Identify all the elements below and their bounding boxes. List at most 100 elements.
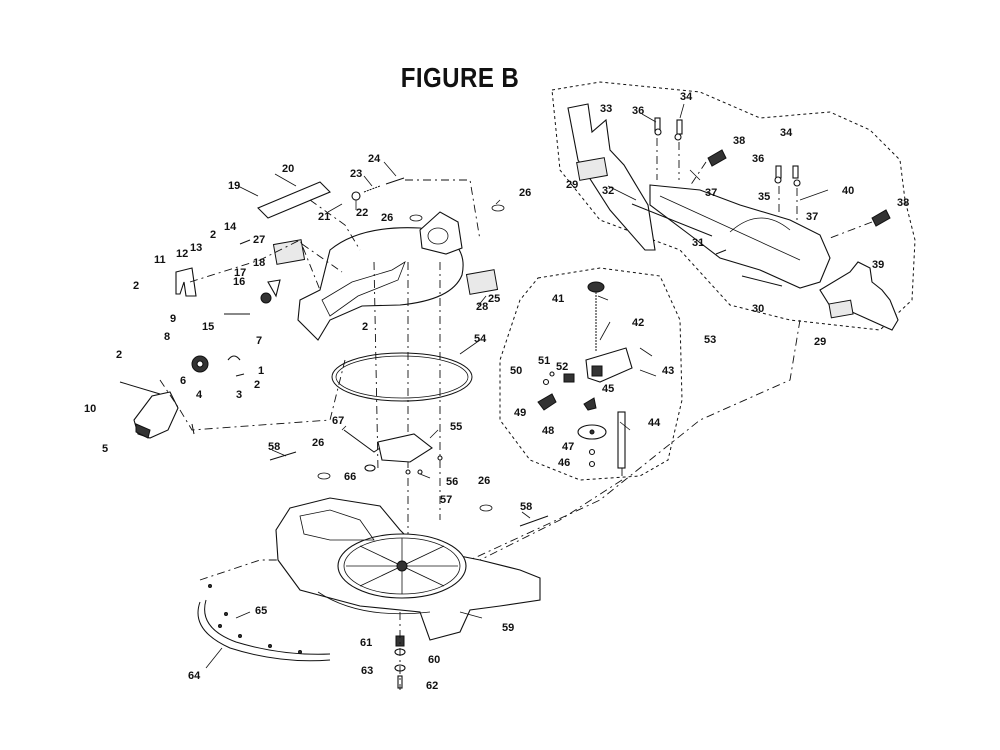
callout: 25 (488, 293, 500, 305)
callout: 8 (164, 331, 170, 343)
spring-23 (363, 185, 381, 193)
pad-26-c (409, 214, 423, 222)
callout: 26 (312, 437, 324, 449)
part-47 (588, 448, 596, 456)
callout-leaders (205, 103, 829, 669)
callout: 19 (228, 180, 240, 192)
callout: 13 (190, 242, 202, 254)
leader (689, 161, 707, 187)
plate-edge (659, 195, 801, 261)
callout: 26 (478, 475, 490, 487)
callout: 6 (180, 375, 186, 387)
part-50 (542, 378, 550, 386)
washer-22 (351, 191, 361, 201)
callout: 3 (236, 389, 242, 401)
scale-rivets-65 (208, 584, 302, 654)
callout: 46 (558, 457, 570, 469)
callout: 48 (542, 425, 554, 437)
callout: 11 (154, 254, 166, 266)
lock-block-insert (591, 365, 603, 377)
figure-title: FIGURE B (400, 62, 520, 93)
callout: 2 (133, 280, 139, 292)
callout: 38 (897, 197, 909, 209)
callout: 21 (318, 211, 330, 223)
upper-arm-slot (321, 261, 406, 317)
callout: 37 (705, 187, 717, 199)
callout: 9 (170, 313, 176, 325)
callout: 65 (255, 605, 267, 617)
callout: 59 (502, 622, 514, 634)
callout: 34 (680, 91, 693, 103)
fence-bolts-left (654, 117, 683, 180)
callout: 15 (202, 321, 214, 333)
callout-numbers: 1 2 2 2 2 2 3 4 5 6 7 8 9 10 11 12 13 14… (84, 91, 909, 692)
callout: 58 (520, 501, 532, 513)
rod-44 (617, 411, 626, 469)
callout: 38 (733, 135, 745, 147)
callout: 33 (600, 103, 612, 115)
fence-left (567, 103, 656, 251)
pad-26-d (491, 204, 505, 212)
callout: 44 (648, 417, 661, 429)
callout: 35 (758, 191, 770, 203)
callout: 17 (234, 267, 246, 279)
bottom-fasteners (394, 612, 406, 690)
cover-plate (257, 181, 331, 219)
callout: 66 (344, 471, 356, 483)
callout: 22 (356, 207, 368, 219)
washer-48-hole (589, 429, 595, 435)
part-51 (549, 371, 555, 377)
label-27 (272, 239, 306, 265)
fence-plate-arc (729, 217, 791, 233)
pin-58-right (519, 515, 549, 527)
callout: 2 (362, 321, 368, 333)
upper-arm-housing (297, 227, 464, 341)
allen-key-67 (343, 429, 381, 453)
leader-lines-upper (159, 179, 481, 560)
screw-56 (405, 469, 411, 475)
upper-arm-guard (419, 211, 463, 255)
callout: 56 (446, 476, 458, 488)
pad-26-b (479, 504, 493, 512)
part-17 (260, 292, 272, 304)
lever-49 (537, 393, 557, 411)
callout: 4 (196, 389, 203, 401)
label-25 (465, 269, 499, 295)
part-46 (588, 460, 596, 468)
fence-bolts-right (774, 165, 801, 222)
callout: 39 (872, 259, 884, 271)
callout: 29 (566, 179, 578, 191)
callout: 50 (510, 365, 522, 377)
fence-label-29-left (576, 157, 608, 181)
callout: 60 (428, 654, 440, 666)
callout: 61 (360, 637, 372, 649)
callout: 58 (268, 441, 280, 453)
miter-scale-64 (197, 601, 331, 662)
callout: 63 (361, 665, 373, 677)
turntable-hub (396, 560, 408, 572)
callout: 57 (440, 494, 452, 506)
callout: 49 (514, 407, 526, 419)
miter-scale-arc (317, 591, 431, 615)
washer-66 (364, 464, 376, 472)
callout: 40 (842, 185, 854, 197)
callout: 1 (258, 365, 264, 377)
knob-8-hub (196, 360, 204, 368)
rod-24 (385, 177, 405, 185)
callout: 7 (256, 335, 262, 347)
part-4 (191, 423, 195, 435)
callout: 47 (562, 441, 574, 453)
knob-41 (587, 281, 605, 293)
miter-scale-inner (204, 599, 331, 655)
callout: 37 (806, 211, 818, 223)
upper-arm-pivot (427, 227, 449, 245)
clip-45 (583, 397, 597, 411)
callout: 5 (102, 443, 108, 455)
callout: 16 (233, 276, 245, 288)
callout: 28 (476, 301, 488, 313)
callout: 62 (426, 680, 438, 692)
callout: 26 (519, 187, 531, 199)
fence-knob (715, 249, 727, 255)
callout: 52 (556, 361, 568, 373)
block-52 (563, 373, 575, 383)
